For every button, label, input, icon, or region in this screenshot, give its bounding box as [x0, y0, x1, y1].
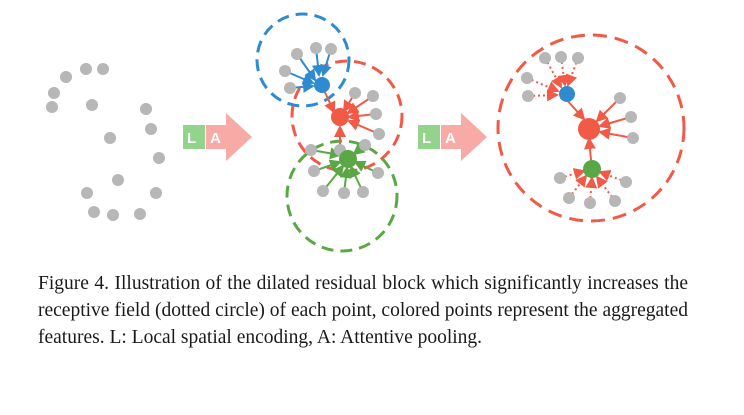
blue-receptive-field-circle: [255, 12, 351, 108]
arrow-letter-a: A: [445, 130, 456, 147]
green-center-point: [339, 150, 357, 168]
local-attentive-arrow-2: L A: [418, 113, 487, 161]
local-attentive-arrow-1: L A: [183, 113, 252, 161]
blue-center-point: [314, 77, 330, 93]
local-spatial-encoding-label-box: [418, 125, 440, 149]
green-aggregated-point: [583, 160, 601, 178]
gray-neighbor-points: [279, 42, 385, 199]
red-center-point: [331, 108, 349, 126]
arrow-letter-l: L: [187, 130, 196, 147]
green-receptive-field-circle: [285, 139, 399, 253]
blue-aggregated-point: [559, 86, 575, 102]
dilated-residual-block-figure: L A: [46, 12, 686, 253]
red-aggregated-point: [578, 118, 600, 140]
input-point-cloud: [46, 63, 165, 221]
enlarged-receptive-field: [496, 33, 686, 223]
attentive-pooling-arrow-shape: [206, 113, 252, 161]
arrow-letter-l: L: [422, 130, 431, 147]
dilated-neighborhoods: [255, 12, 404, 253]
dilated-receptive-field-circle: [496, 33, 686, 223]
attentive-pooling-arrow-shape: [441, 113, 487, 161]
figure-caption: Figure 4. Illustration of the dilated re…: [38, 273, 688, 348]
gray-neighbor-points: [521, 51, 639, 209]
local-spatial-encoding-label-box: [183, 125, 205, 149]
arrow-letter-a: A: [210, 130, 221, 147]
